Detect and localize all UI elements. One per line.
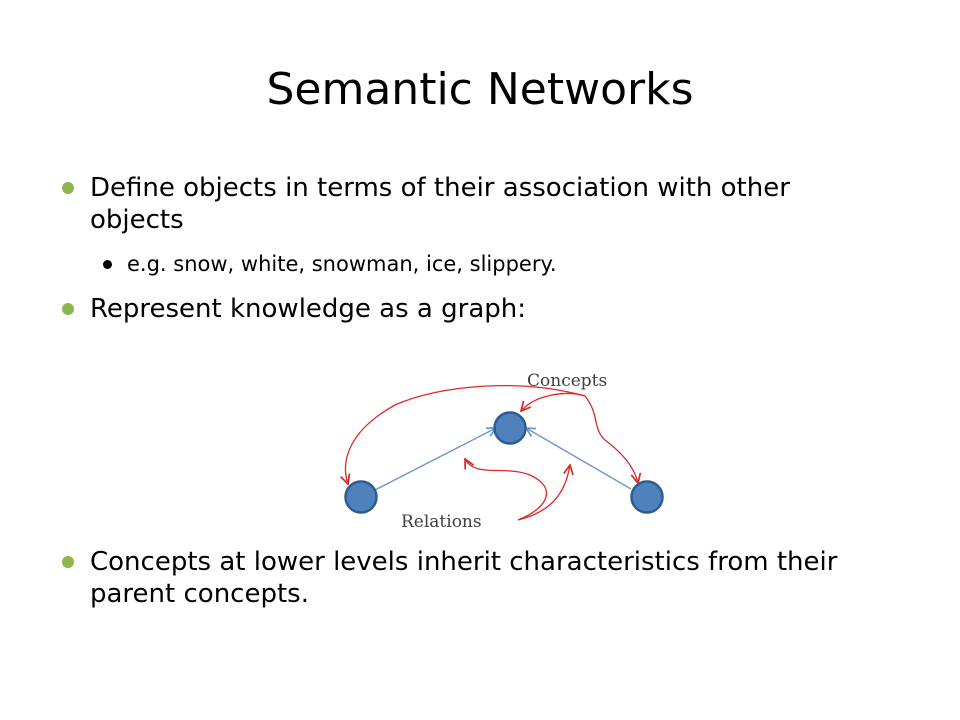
relations-arrow-right bbox=[517, 465, 570, 521]
relation-edge-left bbox=[374, 428, 496, 491]
bullet-represent-graph: Represent knowledge as a graph: bbox=[62, 293, 882, 325]
bullet-define-objects: Define objects in terms of their associa… bbox=[62, 172, 882, 236]
bullet-inheritance: Concepts at lower levels inherit charact… bbox=[62, 546, 882, 610]
bullet-text: Represent knowledge as a graph: bbox=[90, 294, 526, 324]
concepts-arrow-top bbox=[521, 392, 586, 411]
concepts-arrow-right bbox=[584, 395, 638, 483]
concept-node-left bbox=[344, 480, 378, 514]
slide-title: Semantic Networks bbox=[266, 64, 694, 115]
bullet-text: Define objects in terms of their associa… bbox=[90, 173, 790, 235]
relation-edge-right bbox=[526, 428, 632, 490]
concept-node-right bbox=[630, 480, 664, 514]
sub-bullet-dot bbox=[103, 260, 112, 269]
sub-bullet-text: e.g. snow, white, snowman, ice, slippery… bbox=[127, 252, 557, 276]
bullet-dot bbox=[62, 556, 74, 568]
concepts-label: Concepts bbox=[527, 371, 607, 391]
bullet-dot bbox=[62, 303, 74, 315]
bullet-dot bbox=[62, 182, 74, 194]
bullet-text: Concepts at lower levels inherit charact… bbox=[90, 547, 838, 609]
relations-label: Relations bbox=[401, 512, 482, 532]
concept-node-top bbox=[493, 411, 527, 445]
concepts-arrow-left bbox=[345, 384, 586, 484]
sub-bullet-example: e.g. snow, white, snowman, ice, slippery… bbox=[103, 251, 883, 278]
relations-arrow-left bbox=[465, 459, 548, 521]
